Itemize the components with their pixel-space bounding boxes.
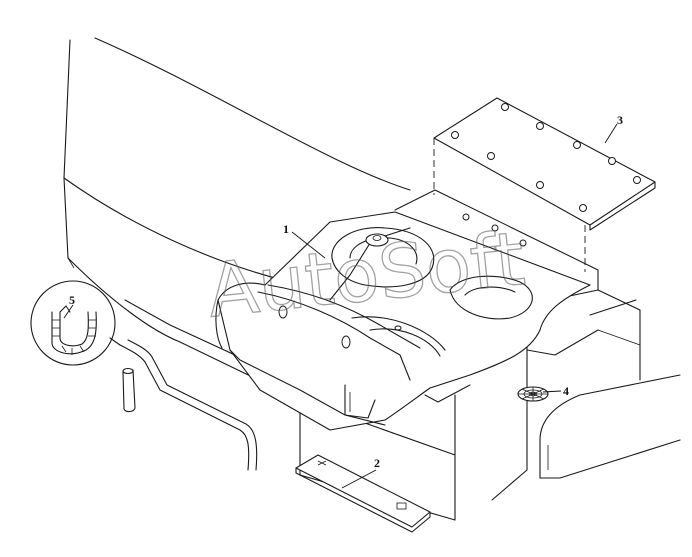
callout-label-4: 4 — [563, 384, 569, 398]
callout-label-2: 2 — [374, 456, 380, 470]
callout-label-5: 5 — [69, 293, 75, 307]
callout-5: 5 — [63, 293, 75, 319]
callout-label-3: 3 — [617, 113, 623, 127]
part-5-detail — [30, 280, 121, 366]
rear-body-box — [394, 138, 681, 521]
callout-3: 3 — [604, 113, 623, 144]
callout-1: 1 — [283, 222, 326, 259]
callout-label-1: 1 — [283, 222, 289, 236]
callout-4: 4 — [542, 384, 569, 398]
part-3-plate — [433, 97, 656, 247]
part-1-floor-panel — [215, 211, 591, 431]
part-2-sill-strip — [295, 454, 431, 533]
drain-hose — [119, 339, 258, 471]
callout-2: 2 — [341, 456, 380, 489]
part-4-plug — [517, 386, 549, 402]
